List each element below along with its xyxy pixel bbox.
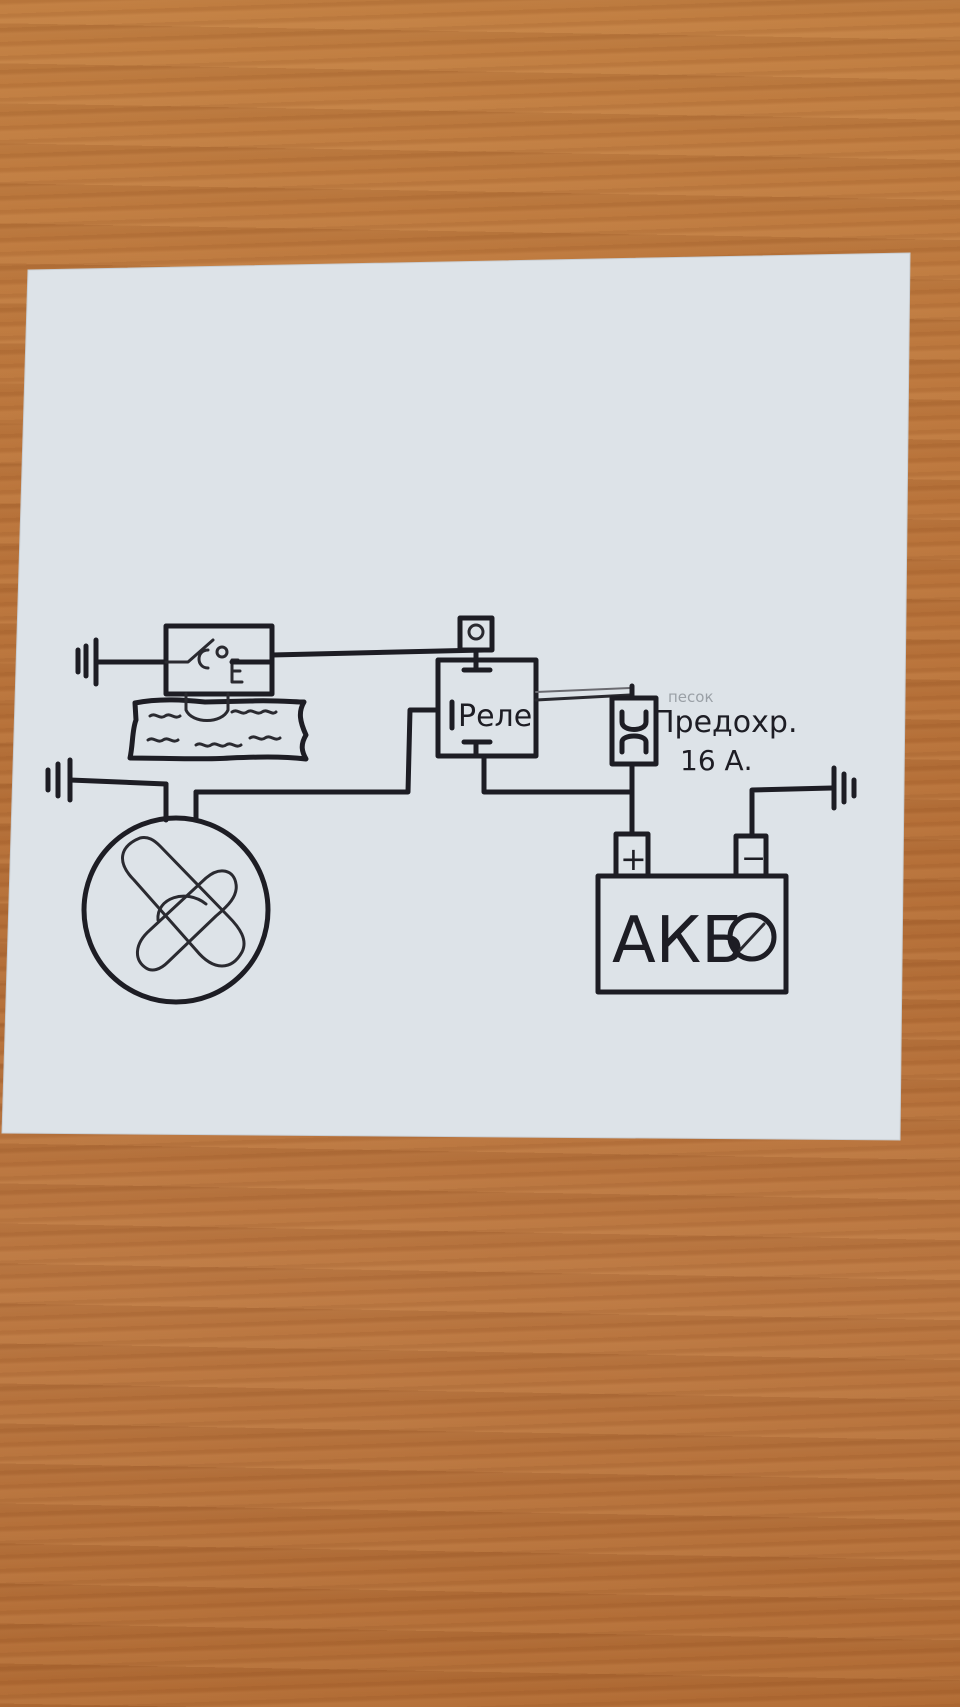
fan-motor: [45, 757, 271, 1005]
wire-sensor-to-relay: [269, 647, 487, 658]
battery-body: [595, 873, 789, 995]
wire-battery-to-ground: [749, 785, 835, 839]
battery: + − АКБ: [595, 765, 857, 995]
wire-fan-to-relay: [193, 707, 441, 795]
fuse-label-line2: 16 А.: [680, 744, 753, 777]
battery-plus-terminal: [613, 831, 651, 879]
ground-symbol-sensor: [75, 637, 168, 687]
sensor-contact: [164, 638, 215, 664]
fuse-label-line1: Предохр.: [652, 705, 798, 740]
fuse: песок Предохр. 16 А.: [609, 683, 798, 835]
fan-blade: [136, 869, 238, 972]
relay: Реле: [435, 615, 539, 759]
fan-motor-circle: [81, 815, 271, 1005]
battery-minus-sign: −: [741, 841, 766, 876]
radiator-hatched-body: [127, 697, 309, 762]
relay-label: Реле: [458, 699, 532, 734]
ground-symbol-battery: [831, 765, 857, 811]
ground-symbol-fan: [45, 757, 169, 803]
battery-label: АКБ: [612, 904, 745, 978]
paper-sheet: [1, 252, 911, 1141]
temperature-sensor: [75, 623, 309, 762]
fan-blade: [121, 836, 246, 968]
wire-relay-to-battery: [481, 753, 635, 795]
fuse-faint-text: песок: [668, 688, 714, 706]
battery-plus-sign: +: [620, 840, 647, 878]
